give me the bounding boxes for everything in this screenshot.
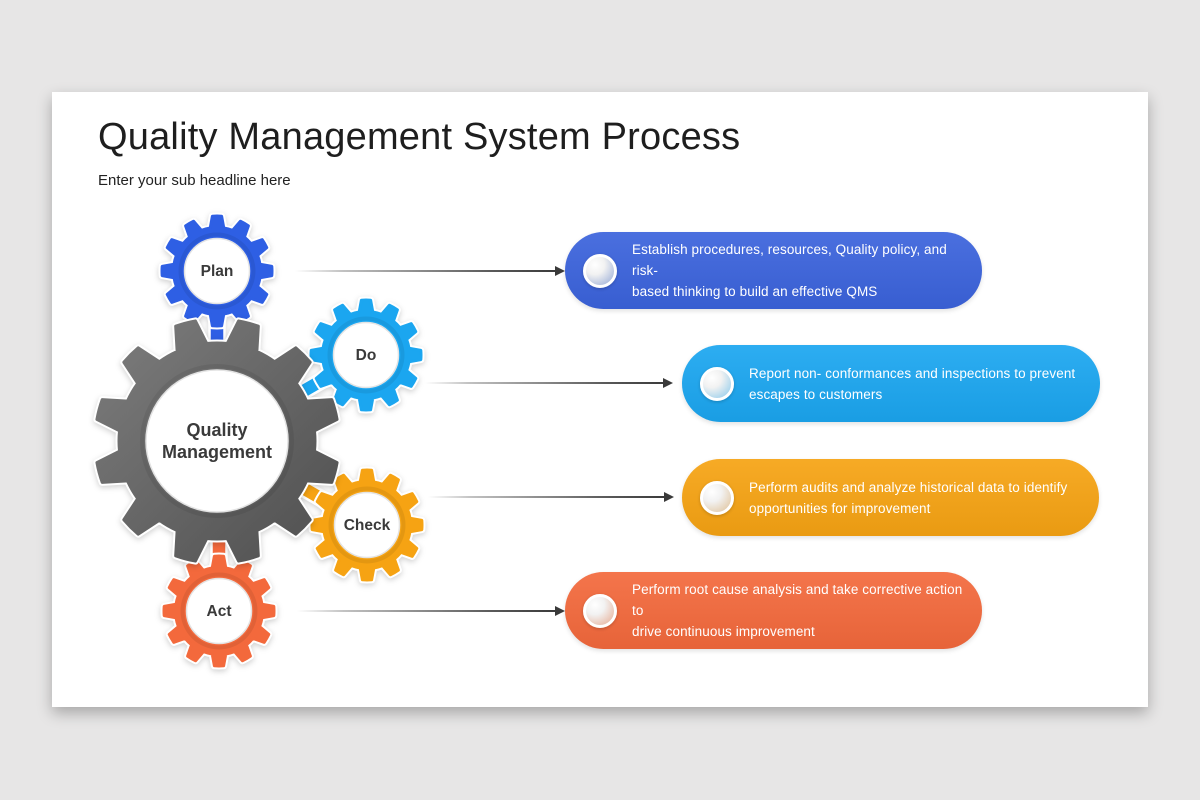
gear-plan: Plan — [158, 212, 276, 353]
callout-plan-line2: based thinking to build an effective QMS — [632, 284, 878, 299]
gear-label-check: Check — [344, 517, 391, 534]
callout-check: Perform audits and analyze historical da… — [682, 459, 1099, 536]
gear-stem — [210, 529, 228, 585]
connector-arrow-plan — [295, 266, 565, 276]
connector-arrow-do — [425, 378, 673, 388]
page-title: Quality Management System Process — [98, 116, 741, 158]
callout-do-text: Report non- conformances and inspections… — [749, 363, 1075, 405]
callout-act-text: Perform root cause analysis and take cor… — [632, 579, 972, 642]
gear-act: Act — [160, 529, 278, 670]
sphere-icon — [583, 253, 617, 288]
gear-check: Check — [293, 466, 426, 584]
callout-plan-line1: Establish procedures, resources, Quality… — [632, 242, 947, 278]
sphere-icon — [583, 593, 617, 628]
callout-act-line2: drive continuous improvement — [632, 624, 815, 639]
gear-stem — [292, 362, 346, 402]
gear-stem — [208, 297, 226, 353]
gear-label-plan: Plan — [201, 263, 234, 280]
callout-act-line1: Perform root cause analysis and take cor… — [632, 582, 963, 618]
callout-do: Report non- conformances and inspections… — [682, 345, 1100, 422]
gear-label-quality-management: Management — [162, 442, 272, 462]
gear-label-do: Do — [356, 347, 377, 364]
gear-stem — [293, 478, 347, 518]
callout-act: Perform root cause analysis and take cor… — [565, 572, 982, 649]
gear-do: Do — [292, 296, 425, 414]
sphere-icon — [700, 480, 734, 515]
callout-check-text: Perform audits and analyze historical da… — [749, 477, 1067, 519]
callout-do-line1: Report non- conformances and inspections… — [749, 365, 1076, 381]
gear-label-quality-management: Quality — [186, 420, 247, 440]
slide-canvas: Quality Management System Process Enter … — [52, 92, 1148, 707]
callout-plan-text: Establish procedures, resources, Quality… — [632, 239, 972, 302]
callout-check-line1: Perform audits and analyze historical da… — [749, 479, 1068, 495]
callout-plan: Establish procedures, resources, Quality… — [565, 232, 982, 309]
connector-arrow-check — [428, 492, 674, 502]
page-subtitle: Enter your sub headline here — [98, 172, 291, 189]
callout-do-line2: escapes to customers — [749, 386, 883, 402]
gear-label-act: Act — [207, 603, 232, 620]
sphere-icon — [700, 366, 734, 401]
connector-arrow-act — [297, 606, 565, 616]
callout-check-line2: opportunities for improvement — [749, 500, 931, 516]
